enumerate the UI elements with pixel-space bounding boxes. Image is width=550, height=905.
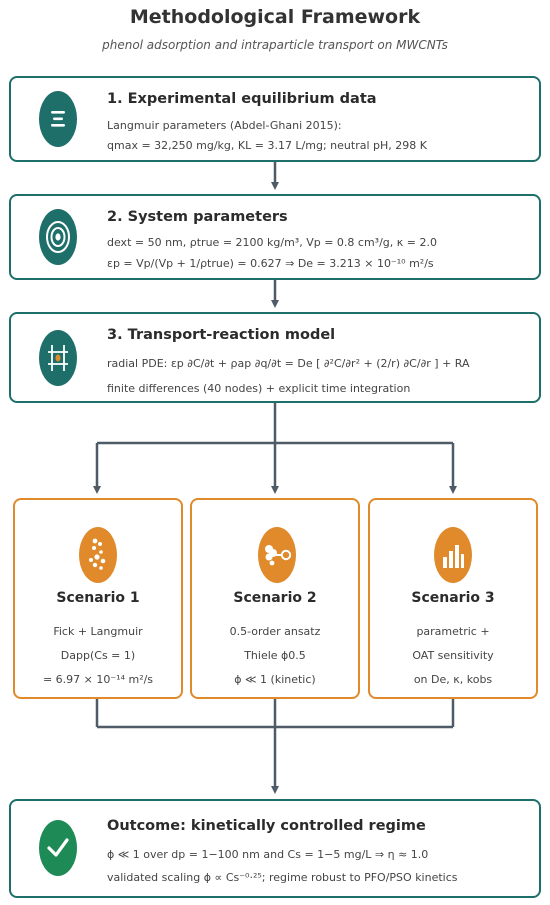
step-title-1: 1. Experimental equilibrium data (107, 91, 377, 107)
particles-icon (79, 527, 117, 583)
step-line-3-1: radial PDE: εp ∂C/∂t + ρap ∂q/∂t = De [ … (107, 357, 470, 370)
scenario-line-1-1: Fick + Langmuir (53, 625, 143, 638)
step-box-3: 3. Transport-reaction model radial PDE: … (9, 312, 541, 403)
step-box-1: 1. Experimental equilibrium data Langmui… (9, 76, 541, 162)
step-line-2-2: εp = Vp/(Vp + 1/ρtrue) = 0.627 ⇒ De = 3.… (107, 257, 434, 270)
step-box-2: 2. System parameters dext = 50 nm, ρtrue… (9, 194, 541, 280)
outcome-line-1: ϕ ≪ 1 over dp = 1−100 nm and Cs = 1−5 mg… (107, 848, 429, 861)
page-subtitle: phenol adsorption and intraparticle tran… (102, 38, 448, 52)
step-line-1-2: qmax = 32,250 mg/kg, KL = 3.17 L/mg; neu… (107, 139, 427, 152)
scenario-line-3-2: OAT sensitivity (412, 649, 494, 662)
grid-icon (39, 330, 77, 386)
outcome-title: Outcome: kinetically controlled regime (107, 818, 426, 834)
outcome-box: Outcome: kinetically controlled regime ϕ… (9, 799, 541, 898)
scenario-box-3: Scenario 3 parametric + OAT sensitivity … (368, 498, 538, 699)
scenario-title-2: Scenario 2 (233, 590, 317, 606)
step-title-2: 2. System parameters (107, 209, 288, 225)
scenario-line-3-1: parametric + (416, 625, 490, 638)
scenario-title-3: Scenario 3 (411, 590, 495, 606)
scenario-line-2-1: 0.5-order ansatz (229, 625, 321, 638)
outcome-line-2: validated scaling ϕ ∝ Cs⁻⁰·²⁵; regime ro… (107, 871, 458, 884)
node-icon (258, 527, 296, 583)
scenario-line-3-3: on De, κ, kobs (413, 673, 493, 686)
check-icon (39, 820, 77, 876)
scenario-box-2: Scenario 2 0.5-order ansatz Thiele ϕ0.5 … (190, 498, 360, 699)
scenario-line-1-2: Dapp(Cs = 1) (60, 649, 136, 662)
scenario-line-2-2: Thiele ϕ0.5 (244, 649, 306, 662)
target-icon (39, 209, 77, 265)
scenario-box-1: Scenario 1 Fick + Langmuir Dapp(Cs = 1) … (13, 498, 183, 699)
step-line-3-2: finite differences (40 nodes) + explicit… (107, 382, 411, 395)
list-icon (39, 91, 77, 147)
scenario-line-2-3: ϕ ≪ 1 (kinetic) (234, 673, 316, 686)
page-title: Methodological Framework (129, 6, 421, 28)
scenario-title-1: Scenario 1 (56, 590, 140, 606)
step-line-2-1: dext = 50 nm, ρtrue = 2100 kg/m³, Vp = 0… (107, 236, 437, 249)
step-line-1-2-text: qmax = 32,250 mg/kg, KL = 3.17 L/mg; neu… (107, 139, 427, 152)
step-line-1-1: Langmuir parameters (Abdel-Ghani 2015): (107, 119, 342, 132)
bar-chart-icon (434, 527, 472, 583)
step-title-3: 3. Transport-reaction model (107, 327, 336, 343)
scenario-line-1-3: = 6.97 × 10⁻¹⁴ m²/s (42, 673, 154, 686)
